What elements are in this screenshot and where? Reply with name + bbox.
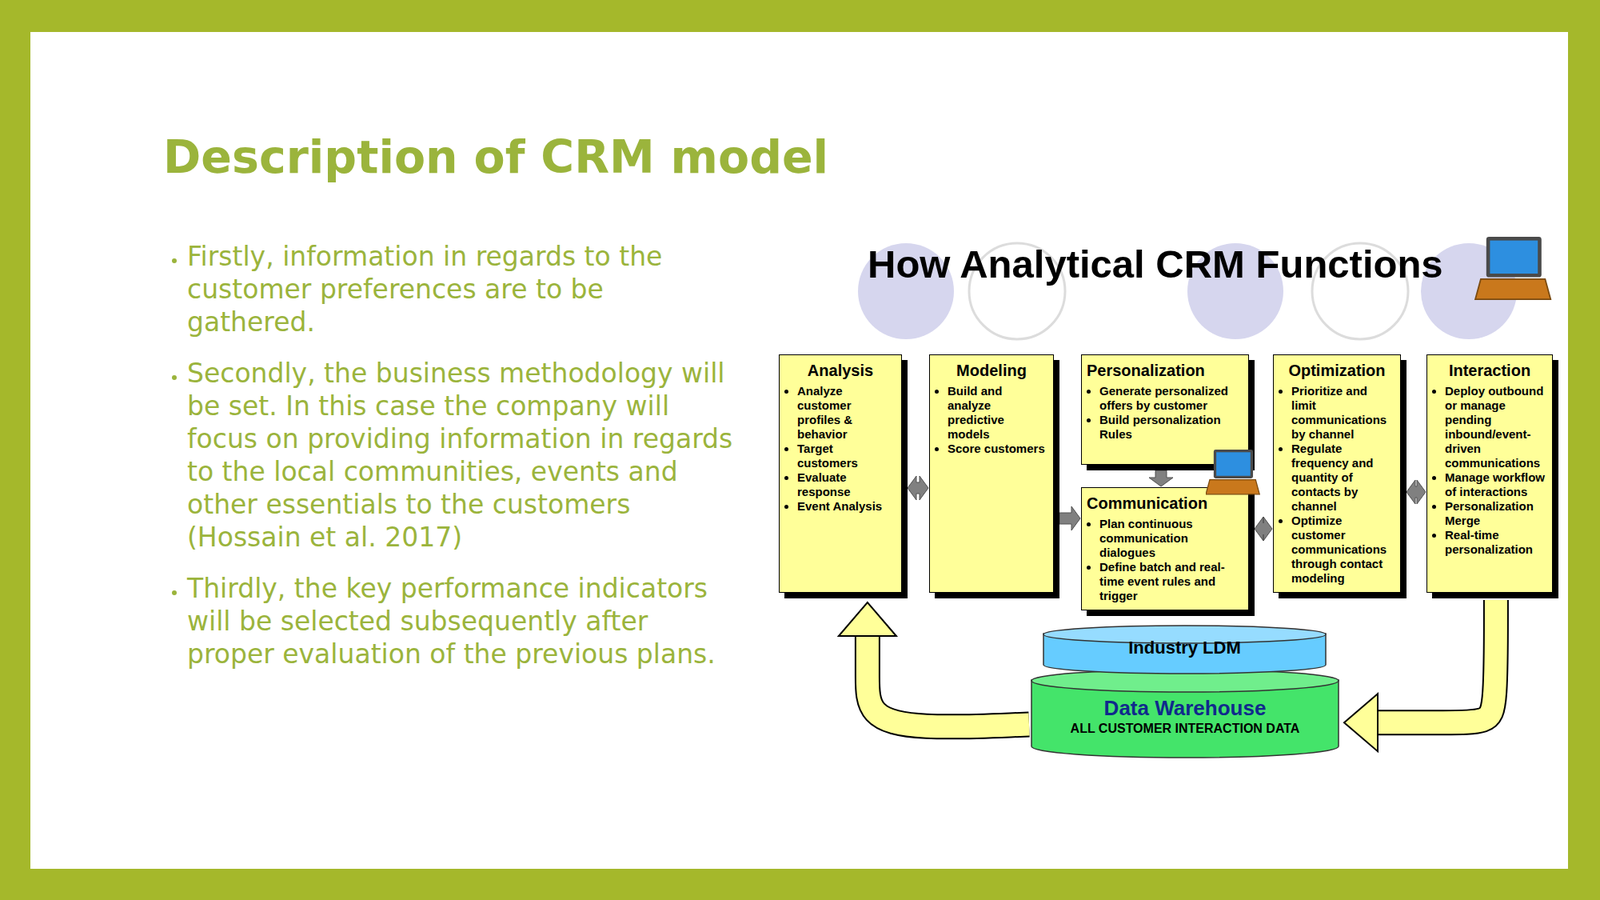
box-item: Target customers	[797, 441, 897, 471]
box-list: Generate personalized offers by customer…	[1086, 383, 1244, 442]
block-arrow-shape	[1059, 506, 1081, 531]
block-arrow-shape	[1149, 470, 1174, 487]
box-item: Score customers	[947, 441, 1049, 456]
cylinder-label: Data Warehouse	[1030, 695, 1340, 721]
box-heading: Analysis	[784, 359, 897, 381]
database-cylinder: Data WarehouseALL CUSTOMER INTERACTION D…	[1030, 668, 1340, 759]
box-list: Prioritize and limit communications by c…	[1278, 383, 1396, 586]
cylinder-top	[1031, 669, 1339, 692]
flow-arrow-outline	[867, 635, 1030, 727]
process-box: OptimizationPrioritize and limit communi…	[1272, 354, 1401, 593]
block-arrow	[907, 475, 929, 500]
box-list: Plan continuous communication dialoguesD…	[1086, 516, 1244, 603]
process-box: AnalysisAnalyze customer profiles & beha…	[778, 354, 902, 593]
block-arrow	[1254, 516, 1273, 541]
cylinder-label: ALL CUSTOMER INTERACTION DATA	[1030, 720, 1340, 736]
flow-arrow	[838, 602, 1030, 727]
laptop-icon	[1475, 236, 1551, 300]
block-arrow-shape	[1406, 479, 1426, 504]
bullet-point: Secondly, the business methodology will …	[187, 356, 739, 554]
box-item: Deploy outbound or manage pending inboun…	[1444, 383, 1548, 471]
bullet-list: Firstly, information in regards to the c…	[166, 239, 739, 689]
box-item: Analyze customer profiles & behavior	[797, 383, 897, 442]
flow-arrow-head	[1344, 693, 1378, 751]
process-box: CommunicationPlan continuous communicati…	[1081, 486, 1249, 611]
laptop-base	[1205, 479, 1260, 495]
flow-arrow	[1344, 599, 1497, 751]
block-arrow	[1149, 470, 1174, 487]
slide-title: Description of CRM model	[163, 130, 829, 184]
laptop-base	[1475, 279, 1551, 300]
process-box: PersonalizationGenerate personalized off…	[1081, 354, 1249, 465]
box-list: Build and analyze predictive modelsScore…	[934, 383, 1049, 456]
flow-arrow-body	[1377, 599, 1497, 723]
block-arrow	[1406, 479, 1426, 504]
block-arrow	[1059, 506, 1081, 531]
box-heading: Interaction	[1432, 359, 1548, 381]
box-heading: Personalization	[1086, 359, 1244, 381]
box-item: Build and analyze predictive models	[947, 383, 1049, 442]
box-item: Generate personalized offers by customer	[1099, 383, 1244, 413]
box-item: Prioritize and limit communications by c…	[1291, 383, 1396, 442]
box-list: Analyze customer profiles & behaviorTarg…	[784, 383, 897, 514]
laptop-screen	[1216, 451, 1251, 476]
block-arrow-shape	[907, 475, 929, 500]
laptop-icon-group	[1205, 449, 1260, 495]
laptop-screen-frame	[1213, 449, 1253, 479]
laptop-screen	[1489, 240, 1538, 274]
box-item: Personalization Merge	[1444, 498, 1548, 528]
box-item: Regulate frequency and quantity of conta…	[1291, 441, 1396, 514]
box-heading: Modeling	[934, 359, 1049, 381]
block-arrow-shape	[1254, 516, 1273, 541]
laptop-icon	[1205, 449, 1262, 499]
box-item: Evaluate response	[797, 470, 897, 499]
box-item: Define batch and real-time event rules a…	[1099, 559, 1244, 603]
flow-arrow-head	[838, 602, 897, 636]
laptop-screen-frame	[1486, 236, 1542, 278]
box-item: Manage workflow of interactions	[1444, 470, 1548, 499]
box-item: Plan continuous communication dialogues	[1099, 516, 1244, 560]
box-heading: Communication	[1086, 492, 1244, 514]
box-heading: Optimization	[1278, 359, 1396, 381]
flow-arrow-outline	[1377, 599, 1497, 723]
process-box: InteractionDeploy outbound or manage pen…	[1426, 354, 1553, 593]
slide-panel	[30, 31, 1569, 869]
bullet-point: Firstly, information in regards to the c…	[187, 239, 739, 339]
process-box: ModelingBuild and analyze predictive mod…	[929, 354, 1054, 593]
diagram-title: How Analytical CRM Functions	[867, 241, 1444, 287]
cylinder-label: Industry LDM	[1042, 637, 1327, 659]
box-item: Real-time personalization	[1444, 527, 1548, 557]
box-item: Event Analysis	[797, 498, 897, 514]
box-item: Build personalization Rules	[1099, 412, 1244, 442]
box-item: Optimize customer communications through…	[1291, 513, 1396, 586]
bullet-point: Thirdly, the key performance indicators …	[187, 571, 739, 671]
box-list: Deploy outbound or manage pending inboun…	[1432, 383, 1548, 557]
database-cylinder: Industry LDM	[1042, 624, 1327, 675]
flow-arrow-body	[867, 635, 1030, 727]
